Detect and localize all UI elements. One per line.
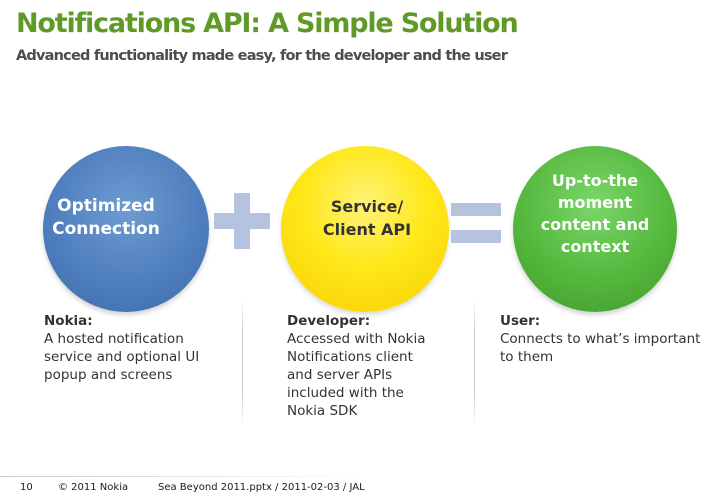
- user-description: User: Connects to what’s important to th…: [500, 312, 724, 366]
- slide-title: Notifications API: A Simple Solution: [16, 8, 519, 39]
- service-client-api-circle: Service/ Client API: [281, 146, 449, 312]
- nokia-heading: Nokia:: [44, 313, 93, 329]
- nokia-text: A hosted notification service and option…: [44, 331, 200, 383]
- user-text: Connects to what’s important to them: [500, 331, 701, 365]
- divider-left: [242, 296, 243, 428]
- nokia-description: Nokia: A hosted notification service and…: [44, 312, 234, 384]
- optimized-connection-circle: Optimized Connection: [43, 146, 209, 312]
- copyright: © 2011 Nokia: [58, 482, 129, 493]
- slide-subtitle: Advanced functionality made easy, for th…: [16, 48, 508, 64]
- divider-right: [474, 296, 475, 428]
- footer-rule: [0, 476, 370, 477]
- equals-icon-top-bar: [451, 203, 501, 216]
- up-to-the-moment-label: Up-to-the moment content and context: [540, 171, 650, 256]
- developer-description: Developer: Accessed with Nokia Notificat…: [287, 312, 467, 420]
- equals-icon-bottom-bar: [451, 230, 501, 243]
- plus-icon: [214, 193, 270, 249]
- developer-heading: Developer:: [287, 313, 371, 329]
- equals-icon: [451, 203, 501, 243]
- developer-text: Accessed with Nokia Notifications client…: [287, 331, 426, 419]
- plus-icon-vertical-bar: [234, 193, 250, 249]
- service-client-api-label: Service/ Client API: [322, 197, 412, 239]
- file-info: Sea Beyond 2011.pptx / 2011-02-03 / JAL: [158, 482, 365, 493]
- optimized-connection-label: Optimized Connection: [52, 196, 160, 239]
- up-to-the-moment-circle: Up-to-the moment content and context: [513, 146, 677, 312]
- page-number: 10: [20, 482, 33, 493]
- user-heading: User:: [500, 313, 541, 329]
